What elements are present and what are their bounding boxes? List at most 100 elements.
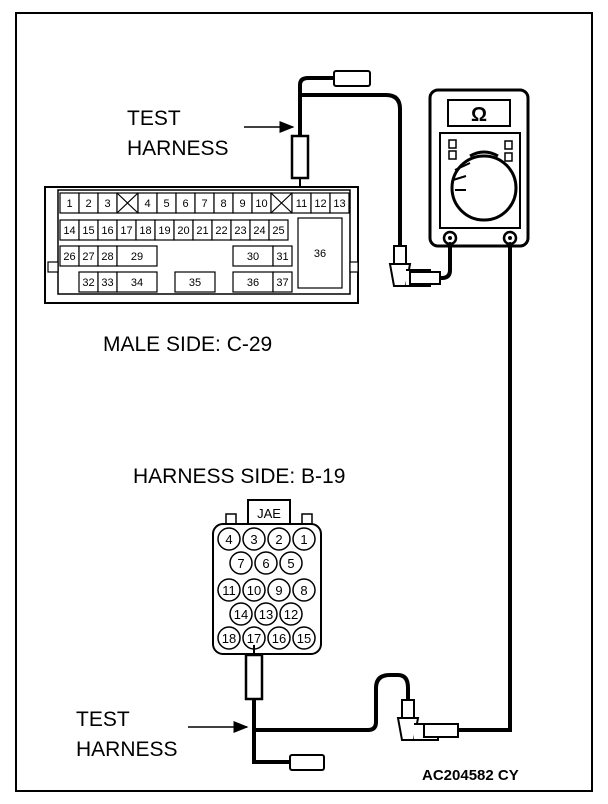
pin-socket — [217, 578, 241, 602]
pin-label: 8 — [300, 583, 307, 598]
pin-label: 12 — [314, 198, 326, 210]
bottom-harness-plug — [244, 645, 264, 701]
pin-label: 25 — [272, 225, 284, 237]
pin-cell — [272, 271, 293, 293]
pin-label: 24 — [253, 225, 265, 237]
pin-label: 35 — [189, 277, 201, 289]
wires — [252, 76, 512, 764]
pin-label: 23 — [234, 225, 246, 237]
pin-label: 10 — [255, 198, 267, 210]
test-harness-top-label-1: TEST — [127, 107, 181, 130]
pin-socket — [229, 602, 253, 626]
pin-socket — [267, 527, 291, 551]
pin-socket — [279, 602, 303, 626]
test-harness-bottom-label-2: HARNESS — [76, 738, 178, 761]
pin-socket — [242, 527, 266, 551]
pin-label: 16 — [101, 225, 113, 237]
pin-cell — [272, 245, 293, 267]
pin-socket — [242, 578, 266, 602]
pin-label: 3 — [104, 198, 110, 210]
pin-label: 8 — [220, 198, 226, 210]
pin-label: 19 — [158, 225, 170, 237]
figure-code: AC204582 CY — [422, 767, 519, 784]
pin-label: 17 — [247, 631, 261, 646]
pin-label: 26 — [63, 251, 75, 263]
pin-label: 5 — [287, 556, 294, 571]
pin-socket — [292, 626, 316, 650]
pin-socket — [217, 626, 241, 650]
pin-label: 22 — [215, 225, 227, 237]
pin-label: 9 — [239, 198, 245, 210]
pin-socket — [292, 578, 316, 602]
pin-label: 6 — [262, 556, 269, 571]
bottom-alligator-clip — [396, 699, 459, 741]
pin-label: 5 — [163, 198, 169, 210]
pin-label: 29 — [131, 251, 143, 263]
jae-label: JAE — [257, 506, 281, 521]
pin-label: 31 — [276, 251, 288, 263]
pin-socket — [267, 578, 291, 602]
blank-pin-cross-icon — [116, 192, 139, 214]
pin-label: 20 — [177, 225, 189, 237]
pin-cell — [268, 219, 289, 241]
pin-label: 32 — [82, 277, 94, 289]
pin-label: 15 — [82, 225, 94, 237]
pin-label: 3 — [250, 532, 257, 547]
pin-cell — [174, 271, 216, 293]
pin-label: 14 — [234, 607, 248, 622]
pin-label: 37 — [276, 277, 288, 289]
pin-cell — [116, 271, 158, 293]
pin-label: 18 — [222, 631, 236, 646]
pin-cell — [329, 192, 350, 214]
pin-label: 7 — [237, 556, 244, 571]
pin-label: 6 — [182, 198, 188, 210]
pin-label: 36 — [314, 248, 326, 260]
pin-socket — [279, 551, 303, 575]
pin-cell — [116, 245, 158, 267]
outer-frame — [15, 12, 593, 792]
pin-label: 13 — [333, 198, 345, 210]
pin-label: 4 — [144, 198, 150, 210]
pin-label: 27 — [82, 251, 94, 263]
pin-label: 16 — [272, 631, 286, 646]
pin-label: 12 — [284, 607, 298, 622]
pin-label: 28 — [101, 251, 113, 263]
test-harness-bottom-label-1: TEST — [76, 708, 130, 731]
pin-label: 33 — [101, 277, 113, 289]
pin-socket — [292, 527, 316, 551]
pin-label: 14 — [63, 225, 75, 237]
ohm-icon: Ω — [471, 104, 487, 126]
multimeter-display — [447, 99, 511, 127]
pin-label: 1 — [300, 532, 307, 547]
top-harness-plug — [290, 134, 310, 194]
top-harness-end-plug — [333, 70, 371, 87]
dial-icon — [450, 154, 518, 222]
pin-label: 2 — [85, 198, 91, 210]
blank-pin-cross-icon — [270, 192, 293, 214]
pin-label: 30 — [247, 251, 259, 263]
pin-label: 17 — [120, 225, 132, 237]
top-alligator-clip — [388, 245, 441, 287]
pin-label: 11 — [222, 583, 236, 598]
pin-socket — [229, 551, 253, 575]
pin-label: 34 — [131, 277, 143, 289]
pin-socket — [254, 551, 278, 575]
pin-label: 11 — [296, 198, 307, 210]
pin-cell — [297, 217, 343, 289]
pin-label: 21 — [196, 225, 208, 237]
bottom-harness-end-plug — [289, 754, 325, 771]
male-side-label: MALE SIDE: C-29 — [103, 333, 272, 356]
pin-label: 2 — [275, 532, 282, 547]
pin-label: 13 — [259, 607, 273, 622]
pin-label: 36 — [247, 277, 259, 289]
pin-label: 10 — [247, 583, 261, 598]
multimeter: Ω — [428, 88, 530, 248]
pin-label: 15 — [297, 631, 311, 646]
pin-label: 7 — [201, 198, 207, 210]
